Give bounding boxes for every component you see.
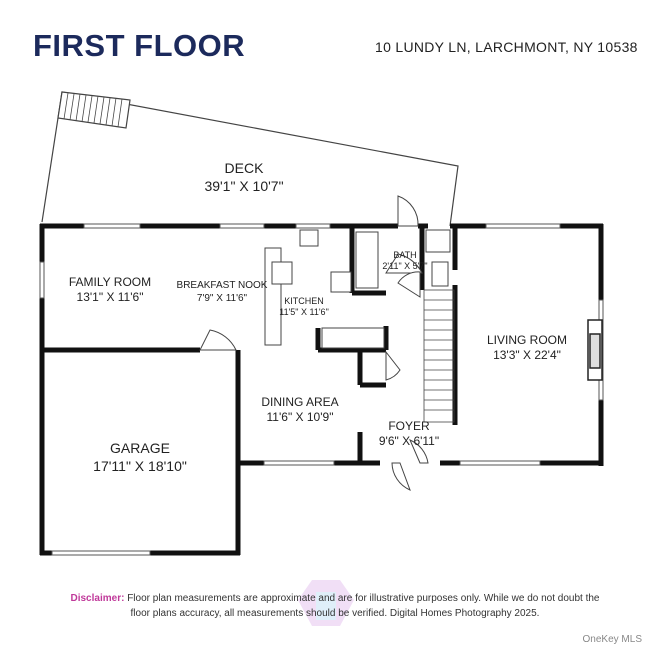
room-dimensions: 13'3" X 22'4" [493,348,561,362]
room-name: DINING AREA [261,395,339,409]
room-deck: DECK 39'1" X 10'7" [204,160,283,195]
stairs [423,289,455,423]
room-foyer: FOYER 9'6" X 6'11" [379,419,439,449]
room-name: GARAGE [110,440,170,456]
room-name: KITCHEN [284,296,324,306]
room-bath: BATH 2'11" X 5'7" [382,250,427,273]
room-dimensions: 2'11" X 5'7" [382,261,428,272]
property-address: 10 LUNDY LN, LARCHMONT, NY 10538 [375,39,638,55]
room-dimensions: 13'1" X 11'6" [76,290,144,304]
deck-outline [41,91,459,227]
room-dimensions: 11'6" X 10'9" [266,410,334,424]
kitchen-fixtures [264,229,385,349]
walls [39,223,604,556]
room-breakfast-nook: BREAKFAST NOOK 7'9" X 11'6" [177,280,268,305]
room-name: FOYER [388,419,430,433]
mls-watermark: OneKey MLS [582,634,642,645]
room-name: LIVING ROOM [486,333,568,347]
room-name: BATH [393,250,417,260]
watermark-logo [298,580,354,626]
room-kitchen: KITCHEN 11'5" X 11'6" [279,296,329,319]
disclaimer: Disclaimer: Floor plan measurements are … [70,592,600,621]
room-dimensions: 11'5" X 11'6" [279,307,329,318]
room-family-room: FAMILY ROOM 13'1" X 11'6" [69,275,151,305]
room-dimensions: 9'6" X 6'11" [378,434,440,448]
windows [39,223,604,556]
room-name: BREAKFAST NOOK [176,280,268,291]
fireplace [587,319,603,381]
room-dimensions: 17'11" X 18'10" [93,457,187,474]
room-garage: GARAGE 17'11" X 18'10" [93,440,187,475]
room-name: FAMILY ROOM [68,275,152,289]
doors [199,195,429,491]
room-name: DECK [224,160,264,176]
disclaimer-label: Disclaimer: [70,593,125,604]
room-dimensions: 39'1" X 10'7" [204,177,284,194]
room-dimensions: 7'9" X 11'6" [196,292,248,304]
room-dining-area: DINING AREA 11'6" X 10'9" [261,395,338,425]
disclaimer-text: Floor plan measurements are approximate … [127,593,600,619]
room-living-room: LIVING ROOM 13'3" X 22'4" [487,333,567,363]
bath-fixtures [425,229,451,287]
page-title: FIRST FLOOR [33,28,246,63]
